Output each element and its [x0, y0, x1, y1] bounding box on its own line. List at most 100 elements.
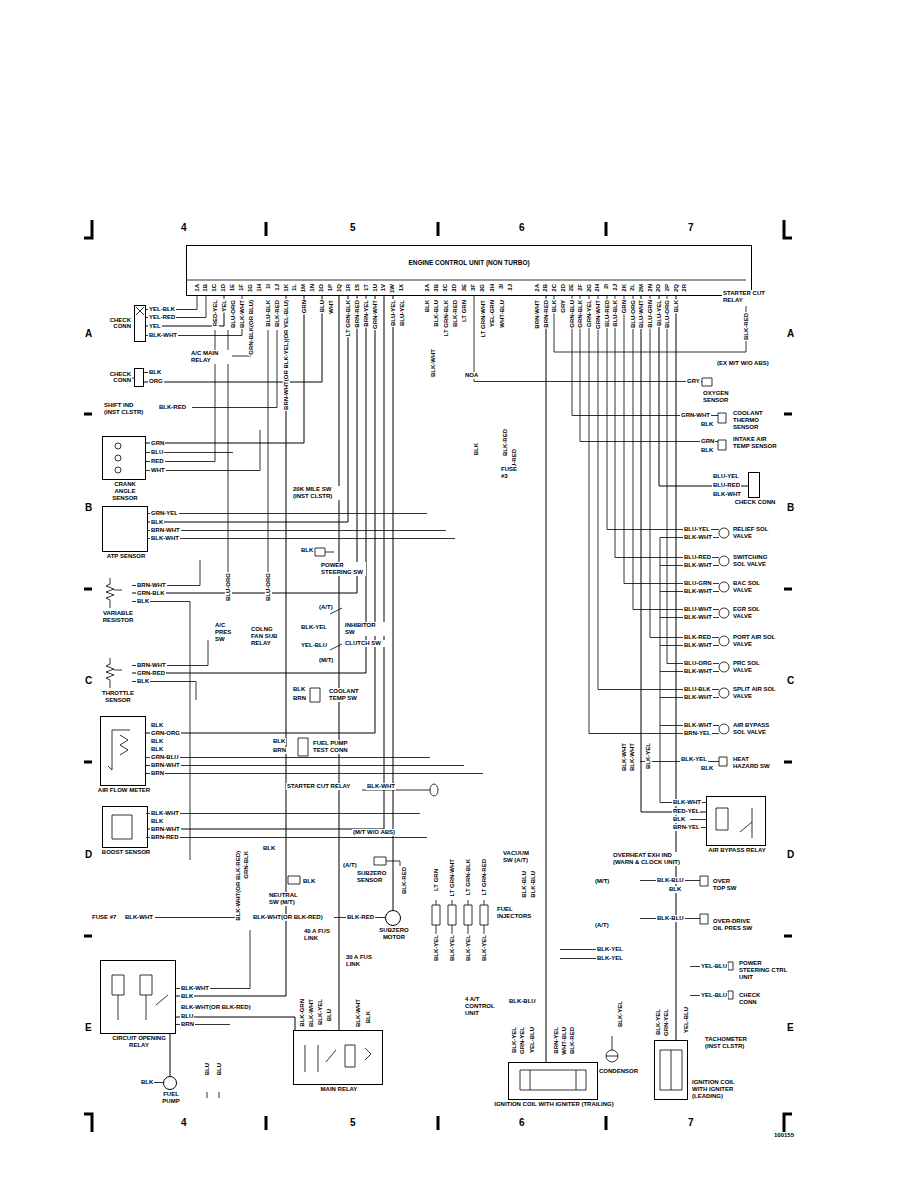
pin-number: 2D — [560, 283, 567, 293]
callout-label: POWER STEERING CTRL UNIT — [738, 960, 790, 981]
callout-label: CONDENSOR — [598, 1068, 639, 1075]
wire-color-label: GRN-WHT — [372, 299, 379, 330]
callout-label: BLK — [148, 369, 162, 376]
wire-connector — [339, 296, 340, 1030]
callout-label: BRN-YEL — [683, 730, 712, 737]
wire-color-label: BLK-BLU — [530, 870, 537, 899]
callout-label: SUBZERO SENSOR — [356, 870, 388, 884]
callout-label: BLK-YEL — [300, 624, 328, 631]
callout-label: BLK — [180, 993, 194, 1000]
grid-letter: E — [786, 1022, 795, 1034]
wire-color-label: BLK-WHT — [308, 998, 315, 1028]
pin-number: 1M — [300, 283, 307, 293]
callout-label: BLK-WHT — [712, 491, 742, 498]
meter-box: AIR FLOW METER — [100, 716, 146, 786]
grid-letter: D — [84, 849, 93, 861]
wire-connector — [676, 296, 677, 1040]
relay-box: AIR BYPASS RELAY — [706, 796, 766, 846]
wire-color-label: LT GRN-WHT — [449, 858, 456, 898]
pin-number: 1G — [247, 283, 254, 293]
callout-label: 40 A FUS LINK — [303, 928, 331, 942]
wire-color-label: BLK-BLU — [433, 299, 440, 328]
wire-color-label: BRN-WHT(OR BLK-YEL)(OR YEL-BLU) — [283, 299, 290, 411]
callout-label: BRN-WHT — [136, 582, 167, 589]
callout-label: BLK — [150, 746, 164, 753]
callout-label: 20K MILE SW (INST CLSTR) — [292, 486, 344, 500]
wire-color-label: LT GRN-BLK — [443, 299, 450, 337]
pin-number: 1F — [238, 283, 245, 292]
pin-number: 2L — [629, 283, 636, 292]
wire-color-label: BLK-YEL — [449, 934, 456, 962]
wire-color-label: BLK-WHT — [430, 348, 437, 378]
grid-letter: E — [84, 1022, 93, 1034]
callout-label: BLU-RED — [683, 554, 712, 561]
wire-color-label: BLK-GRN — [299, 998, 306, 1028]
callout-label: OVER TOP SW — [712, 878, 744, 892]
pin-number: 2C — [551, 283, 558, 293]
wire-color-label: BRN-RED — [543, 299, 550, 329]
resistor-symbol: VARIABLE RESISTOR — [104, 578, 132, 608]
callout-label: BAC SOL VALVE — [732, 580, 780, 594]
pin-number: 2K — [621, 283, 628, 293]
pin-number: 3F — [470, 283, 477, 292]
callout-label: GRN-ORG — [150, 730, 181, 737]
callout-label: BLK — [700, 447, 714, 454]
component-name: THROTTLE SENSOR — [95, 690, 141, 704]
callout-label: YEL-BLK — [148, 306, 176, 313]
wire-color-label: LT GRN-WHT — [480, 299, 487, 339]
callout-label: CHECK CONN — [738, 992, 780, 1006]
grid-number: 6 — [518, 222, 526, 234]
callout-label: RED-YEL — [672, 808, 700, 815]
wire-color-label: YEL — [221, 299, 228, 313]
wire-color-label: LT GRN-RED — [481, 858, 488, 897]
pin-number: 2I — [603, 283, 610, 290]
callout-label: BLU — [180, 1013, 194, 1020]
callout-label: BLK-YEL — [680, 756, 708, 763]
callout-label: BLK — [150, 818, 164, 825]
callout-label: BLK — [150, 722, 164, 729]
callout-label: TACHOMETER (INST CLSTR) — [704, 1036, 756, 1050]
wire-connector — [659, 296, 748, 486]
wire-color-label: BLK-WHT(OR BLK-RED) — [235, 850, 242, 922]
callout-label: BLK-WHT — [148, 332, 178, 339]
callout-label: COOLANT TEMP SW — [328, 688, 370, 702]
relay-box: CIRCUIT OPENING RELAY — [100, 960, 176, 1034]
pin-number: 2R — [681, 283, 688, 293]
wire-color-label: LT GRN-BLK — [345, 299, 352, 337]
wire-connector — [146, 296, 304, 443]
wire-color-label: BLU-YEL — [390, 299, 397, 327]
pin-number: 1I — [265, 283, 272, 290]
coil-box: IGNITION COIL WITH IGNITER (LEADING) — [654, 1040, 688, 1100]
callout-label: BRN — [150, 770, 165, 777]
sensor-box: CRANK ANGLE SENSOR — [102, 436, 146, 480]
component-name: VARIABLE RESISTOR — [95, 610, 141, 624]
wire-color-label: BLU-ORG — [630, 299, 637, 329]
callout-label: BLK-WHT — [683, 694, 713, 701]
pin-number: 1S — [354, 283, 361, 292]
wire-color-label: BLK-WHT — [355, 998, 362, 1028]
callout-label: PORT AIR SOL VALVE — [732, 634, 780, 648]
wire-color-label: GRN-BLU — [569, 299, 576, 329]
callout-label: BLK-BLU — [508, 998, 537, 1005]
pin-number: 2B — [542, 283, 549, 293]
pin-number: 1H — [256, 283, 263, 293]
pin-number: 2J — [612, 283, 619, 292]
callout-label: SHIFT IND (INST CLSTR) — [103, 402, 147, 416]
callout-label: BLK-WHT — [366, 783, 396, 790]
grid-letter: C — [84, 675, 93, 687]
grid-number: 7 — [687, 222, 695, 234]
wire-color-label: BLU-ORG — [664, 299, 671, 329]
pin-number: 1Q — [336, 283, 343, 293]
pin-number: 1W — [389, 283, 396, 294]
component-name: AIR FLOW METER — [97, 787, 151, 794]
callout-label: YEL-RED — [148, 314, 176, 321]
wire-color-label: BLK — [424, 299, 431, 313]
callout-label: AIR BYPASS SOL VALVE — [732, 722, 780, 736]
callout-label: WHT — [150, 467, 166, 474]
callout-label: BRN-WHT — [150, 826, 181, 833]
wire-color-label: BLK-YEL — [617, 1000, 624, 1028]
callout-label: GRY — [686, 378, 701, 385]
wire-connector — [148, 296, 384, 829]
callout-label: GRN-BLU — [150, 754, 180, 761]
callout-label: BLK — [668, 886, 682, 893]
